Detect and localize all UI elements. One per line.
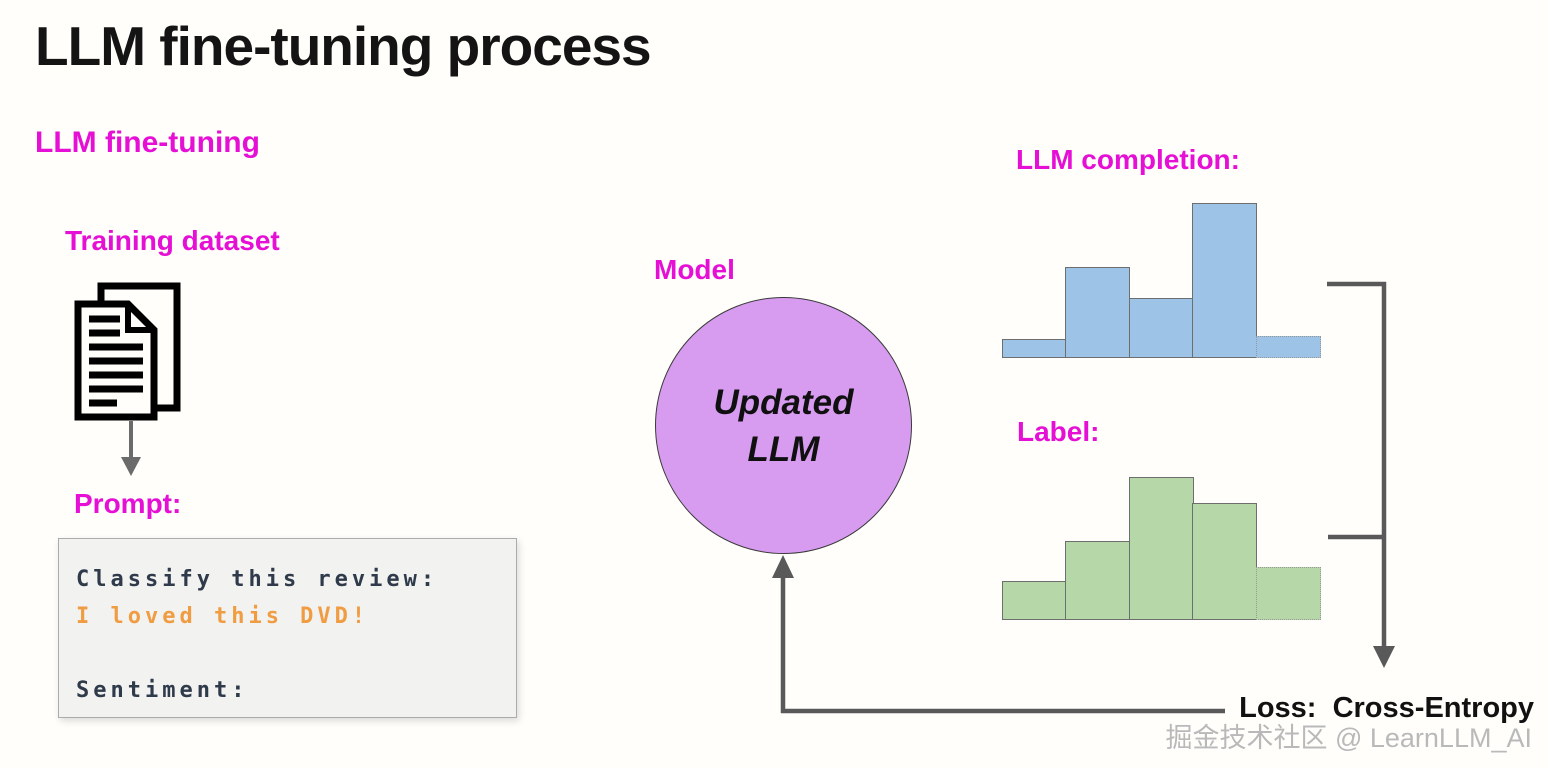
prompt-blank-line xyxy=(76,635,506,672)
histogram-bar xyxy=(1065,267,1131,358)
watermark: 掘金技术社区 @ LearnLLM_AI xyxy=(1165,723,1532,753)
circle-text-line2: LLM xyxy=(747,429,820,469)
histogram-bar xyxy=(1002,581,1067,620)
updated-llm-circle: Updated LLM xyxy=(655,297,912,554)
histogram-bar xyxy=(1128,477,1194,620)
text-lines xyxy=(89,315,143,407)
label-histogram xyxy=(1002,477,1327,620)
prompt-line-review: I loved this DVD! xyxy=(76,604,370,629)
model-label: Model xyxy=(654,254,735,285)
histogram-bar xyxy=(1255,567,1321,620)
histogram-bar xyxy=(1002,339,1067,358)
label-label: Label: xyxy=(1017,416,1100,447)
prompt-line-sentiment: Sentiment: xyxy=(76,678,249,703)
prompt-box: Classify this review: I loved this DVD! … xyxy=(58,538,517,718)
up-arrow-icon xyxy=(772,555,794,578)
document-stack-icon xyxy=(74,282,181,421)
bracket-line xyxy=(1327,281,1387,648)
loss-down-arrow-icon xyxy=(1373,646,1395,668)
llm-completion-label: LLM completion: xyxy=(1016,144,1240,175)
histogram-bar xyxy=(1065,541,1131,620)
llm-completion-histogram xyxy=(1002,203,1327,358)
dog-ear-fold xyxy=(125,304,154,333)
training-dataset-label: Training dataset xyxy=(65,225,280,256)
histogram-bar xyxy=(1255,336,1321,358)
histogram-bar xyxy=(1192,203,1258,358)
prompt-line-instruction: Classify this review: xyxy=(76,567,439,592)
circle-text-line1: Updated xyxy=(713,382,854,422)
loss-label: Loss: Cross-Entropy xyxy=(1239,692,1534,724)
section-label: LLM fine-tuning xyxy=(35,126,260,159)
histogram-bar xyxy=(1128,298,1194,358)
histogram-bar xyxy=(1192,503,1258,620)
down-arrow-icon xyxy=(121,457,141,476)
page-title: LLM fine-tuning process xyxy=(35,15,652,77)
prompt-label: Prompt: xyxy=(74,488,182,519)
